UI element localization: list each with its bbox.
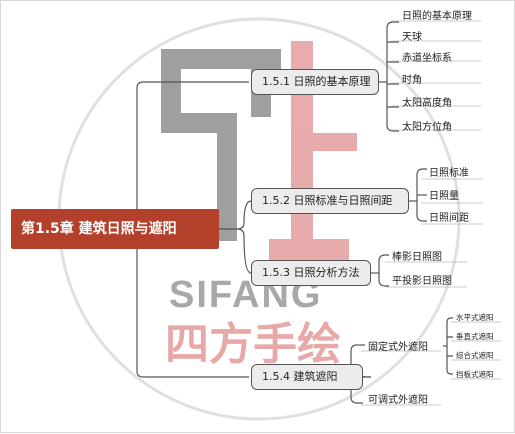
leaf-vertical-shading[interactable]: 垂直式遮阳 (456, 332, 494, 341)
root-topic[interactable]: 第1.5章 建筑日照与遮阳 (11, 209, 219, 249)
leaf-adjustable-external-shading[interactable]: 可调式外遮阳 (368, 395, 428, 406)
leaf-sunlight-standard[interactable]: 日照标准 (429, 168, 469, 179)
leaf-plan-projection-chart[interactable]: 平投影日照图 (392, 276, 452, 287)
watermark-cjk-text: 四方手绘 (165, 319, 341, 370)
leaf-combined-shading[interactable]: 综合式遮阳 (456, 351, 494, 360)
leaf-celestial-sphere[interactable]: 天球 (402, 32, 422, 43)
leaf-equatorial-coordinates[interactable]: 赤道坐标系 (402, 53, 452, 64)
section-1-5-3[interactable]: 1.5.3 日照分析方法 (251, 260, 371, 286)
section-1-5-4[interactable]: 1.5.4 建筑遮阳 (251, 364, 363, 390)
leaf-sunlight-amount[interactable]: 日照量 (429, 191, 459, 202)
leaf-basic-principle[interactable]: 日照的基本原理 (402, 11, 472, 22)
leaf-solar-altitude[interactable]: 太阳高度角 (402, 98, 452, 109)
leaf-sunlight-spacing[interactable]: 日照间距 (429, 213, 469, 224)
leaf-hour-angle[interactable]: 时角 (402, 75, 422, 86)
leaf-baffle-shading[interactable]: 挡板式遮阳 (456, 370, 494, 379)
leaf-solar-azimuth[interactable]: 太阳方位角 (402, 122, 452, 133)
leaf-horizontal-shading[interactable]: 水平式遮阳 (456, 313, 494, 322)
leaf-fixed-external-shading[interactable]: 固定式外遮阳 (368, 342, 428, 353)
section-1-5-2[interactable]: 1.5.2 日照标准与日照间距 (251, 188, 409, 214)
section-1-5-1[interactable]: 1.5.1 日照的基本原理 (251, 69, 379, 95)
leaf-shadow-stick-chart[interactable]: 棒影日照图 (392, 252, 442, 263)
